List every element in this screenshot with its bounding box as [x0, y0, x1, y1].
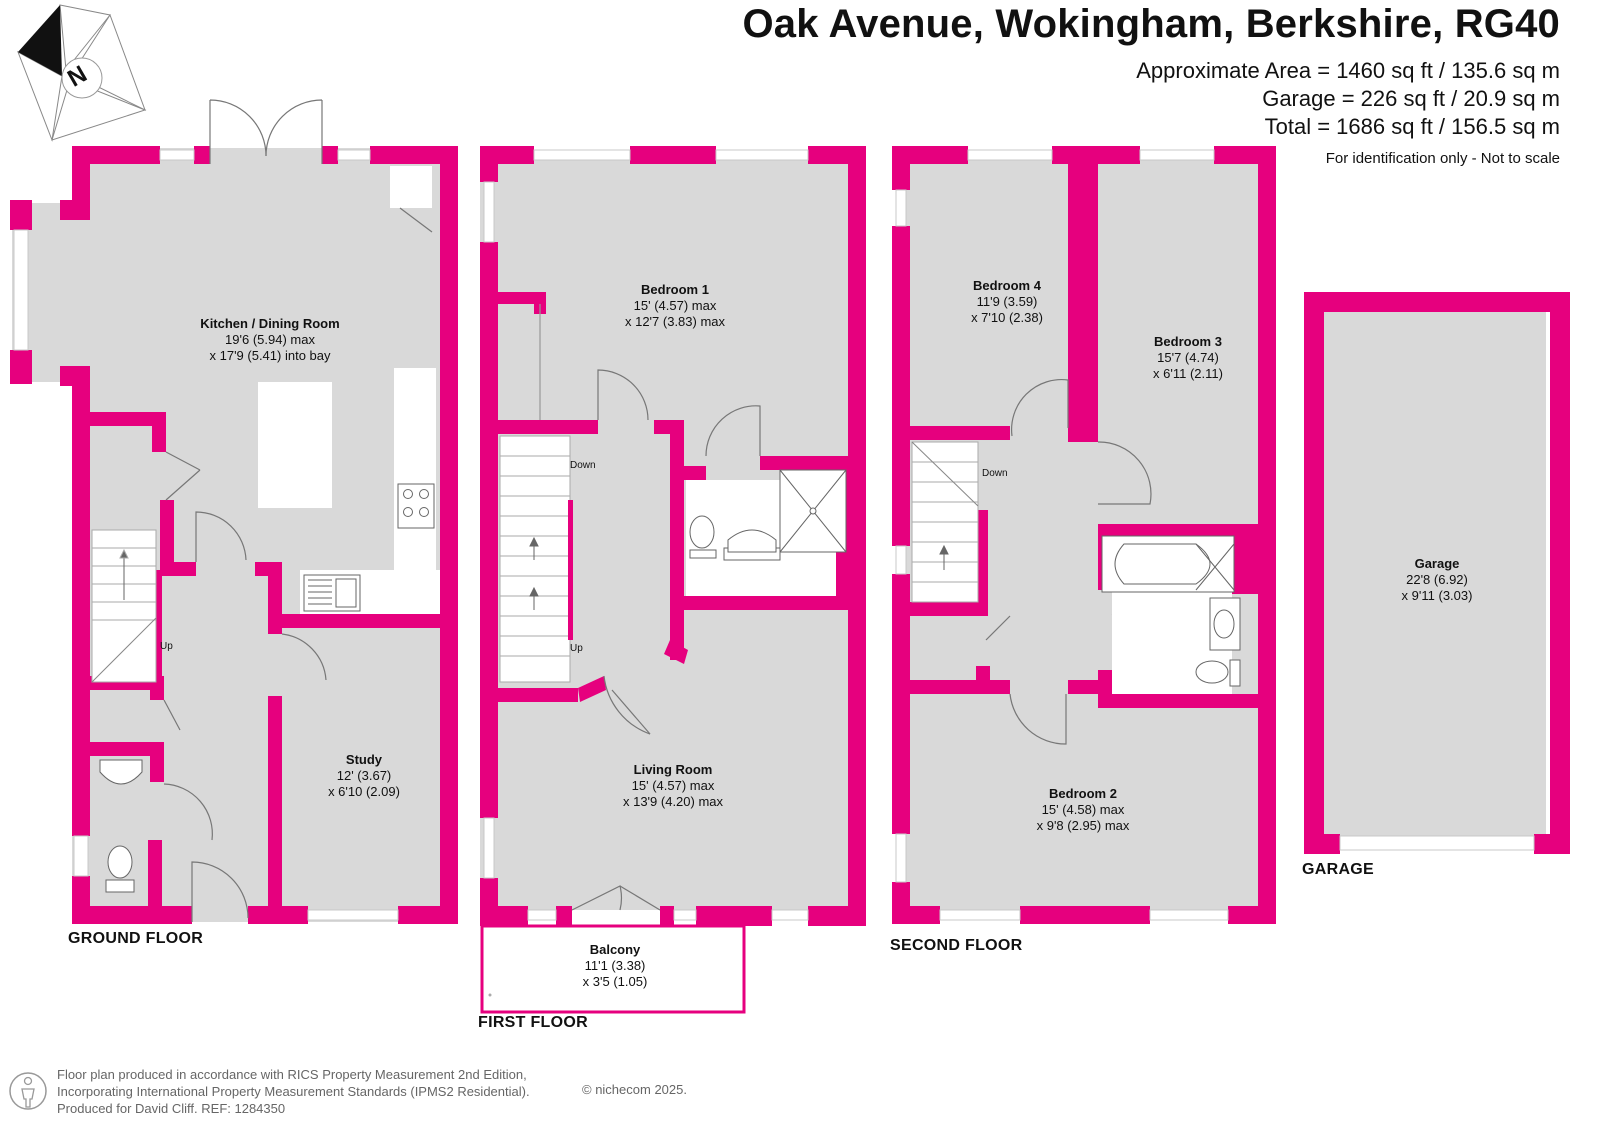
room-bedroom-4: Bedroom 4 11'9 (3.59) x 7'10 (2.38) [971, 278, 1043, 326]
floor-label-second: SECOND FLOOR [890, 937, 1023, 954]
ground-floor-plan [10, 99, 458, 924]
room-bedroom-3: Bedroom 3 15'7 (4.74) x 6'11 (2.11) [1153, 334, 1223, 382]
room-name: Study [345, 752, 383, 767]
room-dimension: x 6'11 (2.11) [1153, 366, 1223, 381]
room-bedroom-2: Bedroom 2 15' (4.58) max x 9'8 (2.95) ma… [1037, 786, 1130, 834]
room-balcony: Balcony 11'1 (3.38) x 3'5 (1.05) [583, 942, 648, 990]
room-dimension: 15' (4.57) max [631, 778, 715, 793]
room-dimension: 11'1 (3.38) [584, 958, 646, 973]
room-dimension: x 3'5 (1.05) [582, 974, 648, 989]
room-dimension: 22'8 (6.92) [1406, 572, 1468, 587]
stairs-up-label: Up [570, 643, 583, 654]
room-name: Bedroom 3 [1154, 334, 1222, 349]
room-dimension: x 6'10 (2.09) [328, 784, 400, 799]
compass-icon [17, 4, 147, 142]
room-name: Garage [1414, 556, 1460, 571]
room-name: Living Room [633, 762, 713, 777]
floor-label-ground: GROUND FLOOR [68, 930, 204, 947]
room-dimension: 11'9 (3.59) [976, 294, 1038, 309]
room-living-room: Living Room 15' (4.57) max x 13'9 (4.20)… [623, 762, 723, 810]
room-name: Bedroom 1 [641, 282, 709, 297]
floor-label-garage: GARAGE [1302, 861, 1375, 878]
person-icon [9, 1072, 47, 1110]
footer-line-2: Incorporating International Property Mea… [57, 1084, 530, 1099]
room-dimension: 15'7 (4.74) [1157, 350, 1219, 365]
scale-note: For identification only - Not to scale [1325, 150, 1560, 167]
total-area: Total = 1686 sq ft / 156.5 sq m [1264, 114, 1560, 139]
room-dimension: 15' (4.58) max [1041, 802, 1125, 817]
floor-label-first: FIRST FLOOR [478, 1014, 588, 1031]
approximate-area: Approximate Area = 1460 sq ft / 135.6 sq… [1136, 58, 1560, 83]
room-dimension: x 9'11 (3.03) [1401, 588, 1473, 603]
room-dimension: x 17'9 (5.41) into bay [209, 348, 331, 363]
room-dimension: 19'6 (5.94) max [225, 332, 315, 347]
room-dimension: x 7'10 (2.38) [971, 310, 1043, 325]
room-name: Kitchen / Dining Room [200, 316, 340, 331]
room-dimension: 12' (3.67) [336, 768, 392, 783]
room-garage: Garage 22'8 (6.92) x 9'11 (3.03) [1402, 556, 1473, 604]
room-name: Bedroom 2 [1049, 786, 1117, 801]
room-dimension: x 13'9 (4.20) max [622, 794, 724, 809]
room-dimension: x 12'7 (3.83) max [624, 314, 726, 329]
stairs-up-label: Up [160, 641, 173, 652]
page-title: Oak Avenue, Wokingham, Berkshire, RG40 [742, 2, 1560, 46]
room-kitchen-dining: Kitchen / Dining Room 19'6 (5.94) max x … [200, 316, 339, 364]
room-name: Balcony [589, 942, 641, 957]
room-dimension: x 9'8 (2.95) max [1036, 818, 1130, 833]
footer-brand: © nichecom 2025. [582, 1082, 687, 1097]
footer-line-3: Produced for David Cliff. REF: 1284350 [57, 1101, 286, 1116]
room-bedroom-1: Bedroom 1 15' (4.57) max x 12'7 (3.83) m… [625, 282, 725, 330]
garage-plan [1304, 292, 1570, 854]
room-dimension: 15' (4.57) max [633, 298, 717, 313]
first-floor-plan [480, 146, 866, 1014]
garage-area: Garage = 226 sq ft / 20.9 sq m [1262, 86, 1560, 111]
stairs-down-label: Down [570, 460, 596, 471]
room-name: Bedroom 4 [973, 278, 1041, 293]
footer-line-1: Floor plan produced in accordance with R… [57, 1067, 527, 1082]
second-floor-plan [892, 146, 1276, 924]
stairs-down-label: Down [982, 468, 1008, 479]
room-study: Study 12' (3.67) x 6'10 (2.09) [328, 752, 400, 800]
